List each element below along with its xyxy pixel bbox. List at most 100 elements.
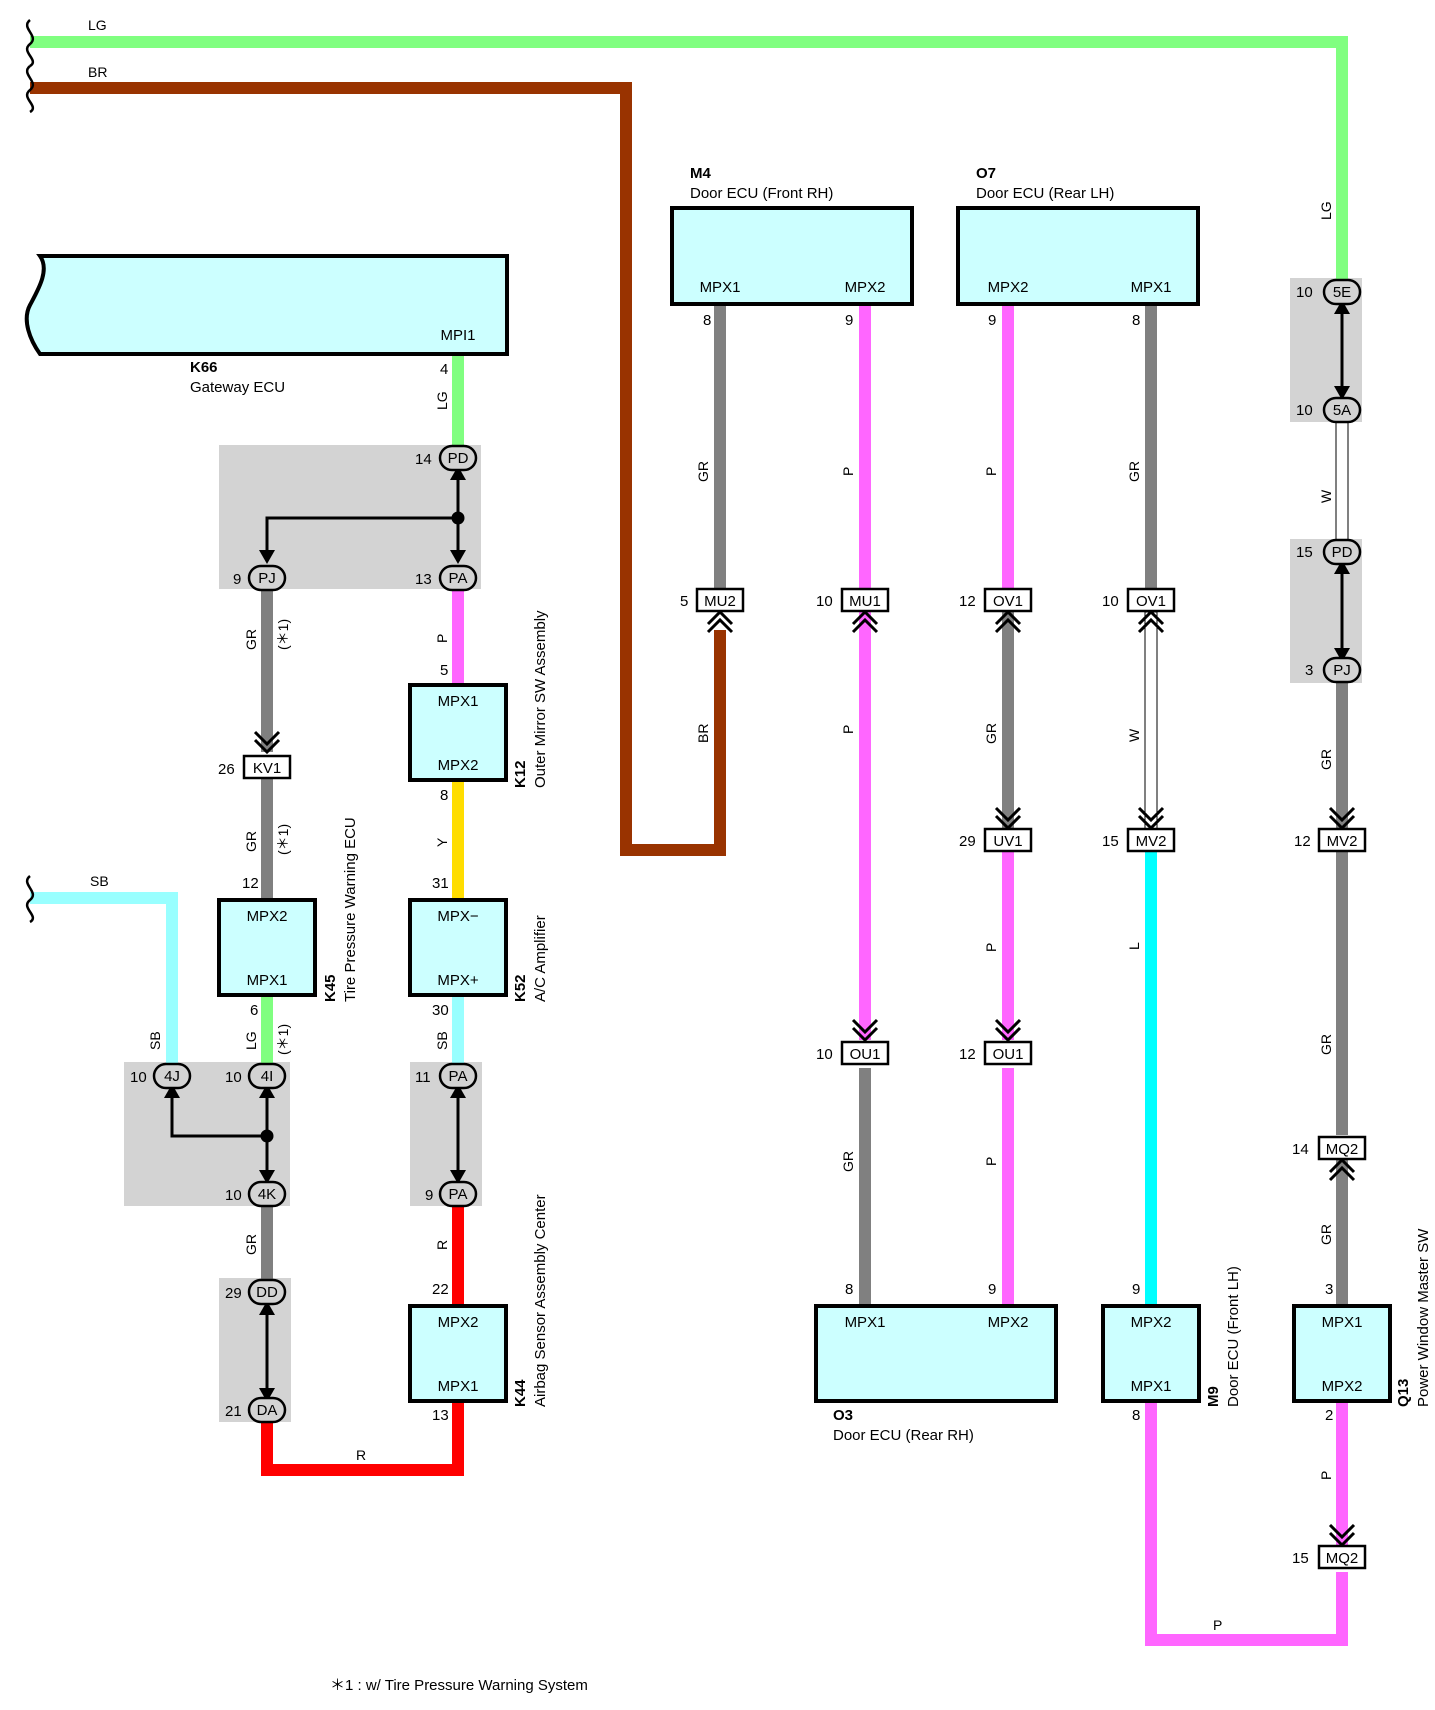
k12-name: Outer Mirror SW Assembly (532, 610, 549, 788)
arrowheads (164, 300, 1350, 1402)
connector-label-5a: 5A (1333, 402, 1351, 419)
wires (30, 36, 1349, 1646)
connector-label-kv1: KV1 (253, 760, 281, 777)
connector-label-mv2: MV2 (1136, 833, 1167, 850)
wire-label-q13-p: P (1318, 1471, 1334, 1480)
k66-pin-mpi1: MPI1 (440, 327, 475, 344)
pin-pj-3: 3 (1305, 662, 1313, 679)
q13-name: Power Window Master SW (1415, 1228, 1432, 1407)
component-box-o7 (956, 206, 1200, 306)
wire-label-star2: (＊1) (275, 824, 291, 855)
pin-mv2-right-12: 12 (1294, 833, 1311, 850)
pin-kv1-26: 26 (218, 761, 235, 778)
pin-4k-10: 10 (225, 1187, 242, 1204)
connector-label-5e: 5E (1333, 284, 1351, 301)
k45-pin-mpx1: MPX1 (247, 972, 288, 989)
connector-pa11 (438, 1062, 478, 1090)
connector-uv1 (983, 827, 1033, 853)
wire-label-bottom-r: R (356, 1447, 366, 1463)
pin-5a-10: 10 (1296, 402, 1313, 419)
wire-label-o7-p: P (983, 467, 999, 476)
pin-pa9: 9 (425, 1187, 433, 1204)
connector-label-4k: 4K (258, 1186, 276, 1203)
pin-ov1-10: 10 (1102, 593, 1119, 610)
connector-ou1b (983, 1040, 1033, 1066)
component-boxes (24, 206, 1392, 1403)
wire-label-o7-gr: GR (1126, 461, 1142, 482)
connector-5e (1322, 278, 1362, 306)
wire-label-pa-p: P (434, 634, 450, 643)
k66-name: Gateway ECU (190, 379, 285, 396)
wire-label-k45-lg: LG (243, 1031, 259, 1050)
k52-pin-mpx-plus: MPX+ (437, 972, 479, 989)
k12-pin-mpx2: MPX2 (438, 757, 479, 774)
wire-r-bottom (261, 1402, 464, 1476)
pin-pj-9: 9 (233, 571, 241, 588)
wire-br-top (30, 82, 726, 856)
footnote: ＊1 : w/ Tire Pressure Warning System (330, 1677, 588, 1694)
connector-da (247, 1396, 287, 1424)
pin-k45-12: 12 (242, 875, 259, 892)
connector-label-ov1a: OV1 (993, 593, 1023, 610)
connector-4i (247, 1062, 287, 1090)
k44-pin-mpx2: MPX2 (438, 1314, 479, 1331)
wire-label-mu1-p: P (840, 725, 856, 734)
connector-5a (1322, 396, 1362, 424)
pin-da-21: 21 (225, 1403, 242, 1420)
m9-pin-mpx1: MPX1 (1131, 1378, 1172, 1395)
m9-name: Door ECU (Front LH) (1225, 1266, 1242, 1407)
connector-label-pd-right: PD (1332, 544, 1353, 561)
pin-k52-31: 31 (432, 875, 449, 892)
wire-label-top-lg: LG (88, 17, 107, 33)
pin-pd-15: 15 (1296, 544, 1313, 561)
pin-k44-13: 13 (432, 1407, 449, 1424)
junction-blocks (124, 278, 1362, 1422)
component-box-q13 (1292, 1304, 1392, 1403)
wire-label-pj-right-gr: GR (1318, 749, 1334, 770)
pin-k12-8: 8 (440, 787, 448, 804)
component-box-m9 (1101, 1304, 1201, 1403)
connector-label-mu2: MU2 (704, 593, 736, 610)
connector-label-pj-left: PJ (258, 570, 276, 587)
pin-ou1-12: 12 (959, 1046, 976, 1063)
connector-label-pa-left: PA (449, 570, 468, 587)
k52-pin-mpx-minus: MPX− (437, 908, 479, 925)
connector-label-mu1: MU1 (849, 593, 881, 610)
k66-code: K66 (190, 359, 218, 376)
wire-lg-top (30, 36, 1348, 280)
pin-dd-29: 29 (225, 1285, 242, 1302)
pin-q13-2: 2 (1325, 1407, 1333, 1424)
pin-ov1-12: 12 (959, 593, 976, 610)
break-lg-top (25, 19, 35, 68)
pin-k52-30: 30 (432, 1002, 449, 1019)
pin-m9-9: 9 (1132, 1281, 1140, 1298)
pin-mu2-5: 5 (680, 593, 688, 610)
wire-label-mq2-gr: GR (1318, 1224, 1334, 1245)
pin-4i-10: 10 (225, 1069, 242, 1086)
connector-label-mq2a: MQ2 (1326, 1141, 1359, 1158)
o7-pin-mpx2: MPX2 (988, 279, 1029, 296)
break-sb-left (25, 875, 35, 924)
pin-k45-6: 6 (250, 1002, 258, 1019)
wire-label-sb-left: SB (90, 873, 109, 889)
wire-label-right-lg: LG (1318, 201, 1334, 220)
connector-label-ou1b: OU1 (993, 1046, 1024, 1063)
pin-mq2-15: 15 (1292, 1550, 1309, 1567)
o7-code: O7 (976, 165, 996, 182)
connector-dd (247, 1278, 287, 1306)
k45-code: K45 (322, 974, 339, 1002)
pin-numbers: 4 14 9 13 5 26 8 31 12 6 30 10 10 11 10 … (130, 284, 1333, 1567)
wire-label-mu2-br: BR (695, 724, 711, 743)
k44-pin-mpx1: MPX1 (438, 1378, 479, 1395)
connector-pj-right (1322, 656, 1362, 684)
connector-label-4i: 4I (261, 1068, 274, 1085)
connector-ou1a (840, 1040, 890, 1066)
o7-name: Door ECU (Rear LH) (976, 185, 1114, 202)
wire-label-k12-y: Y (434, 837, 450, 847)
o3-code: O3 (833, 1407, 853, 1424)
connector-label-ou1a: OU1 (850, 1046, 881, 1063)
connector-mu1 (840, 587, 890, 613)
k12-pin-mpx1: MPX1 (438, 693, 479, 710)
pin-pd-14: 14 (415, 451, 432, 468)
wire-label-m4-p: P (840, 467, 856, 476)
